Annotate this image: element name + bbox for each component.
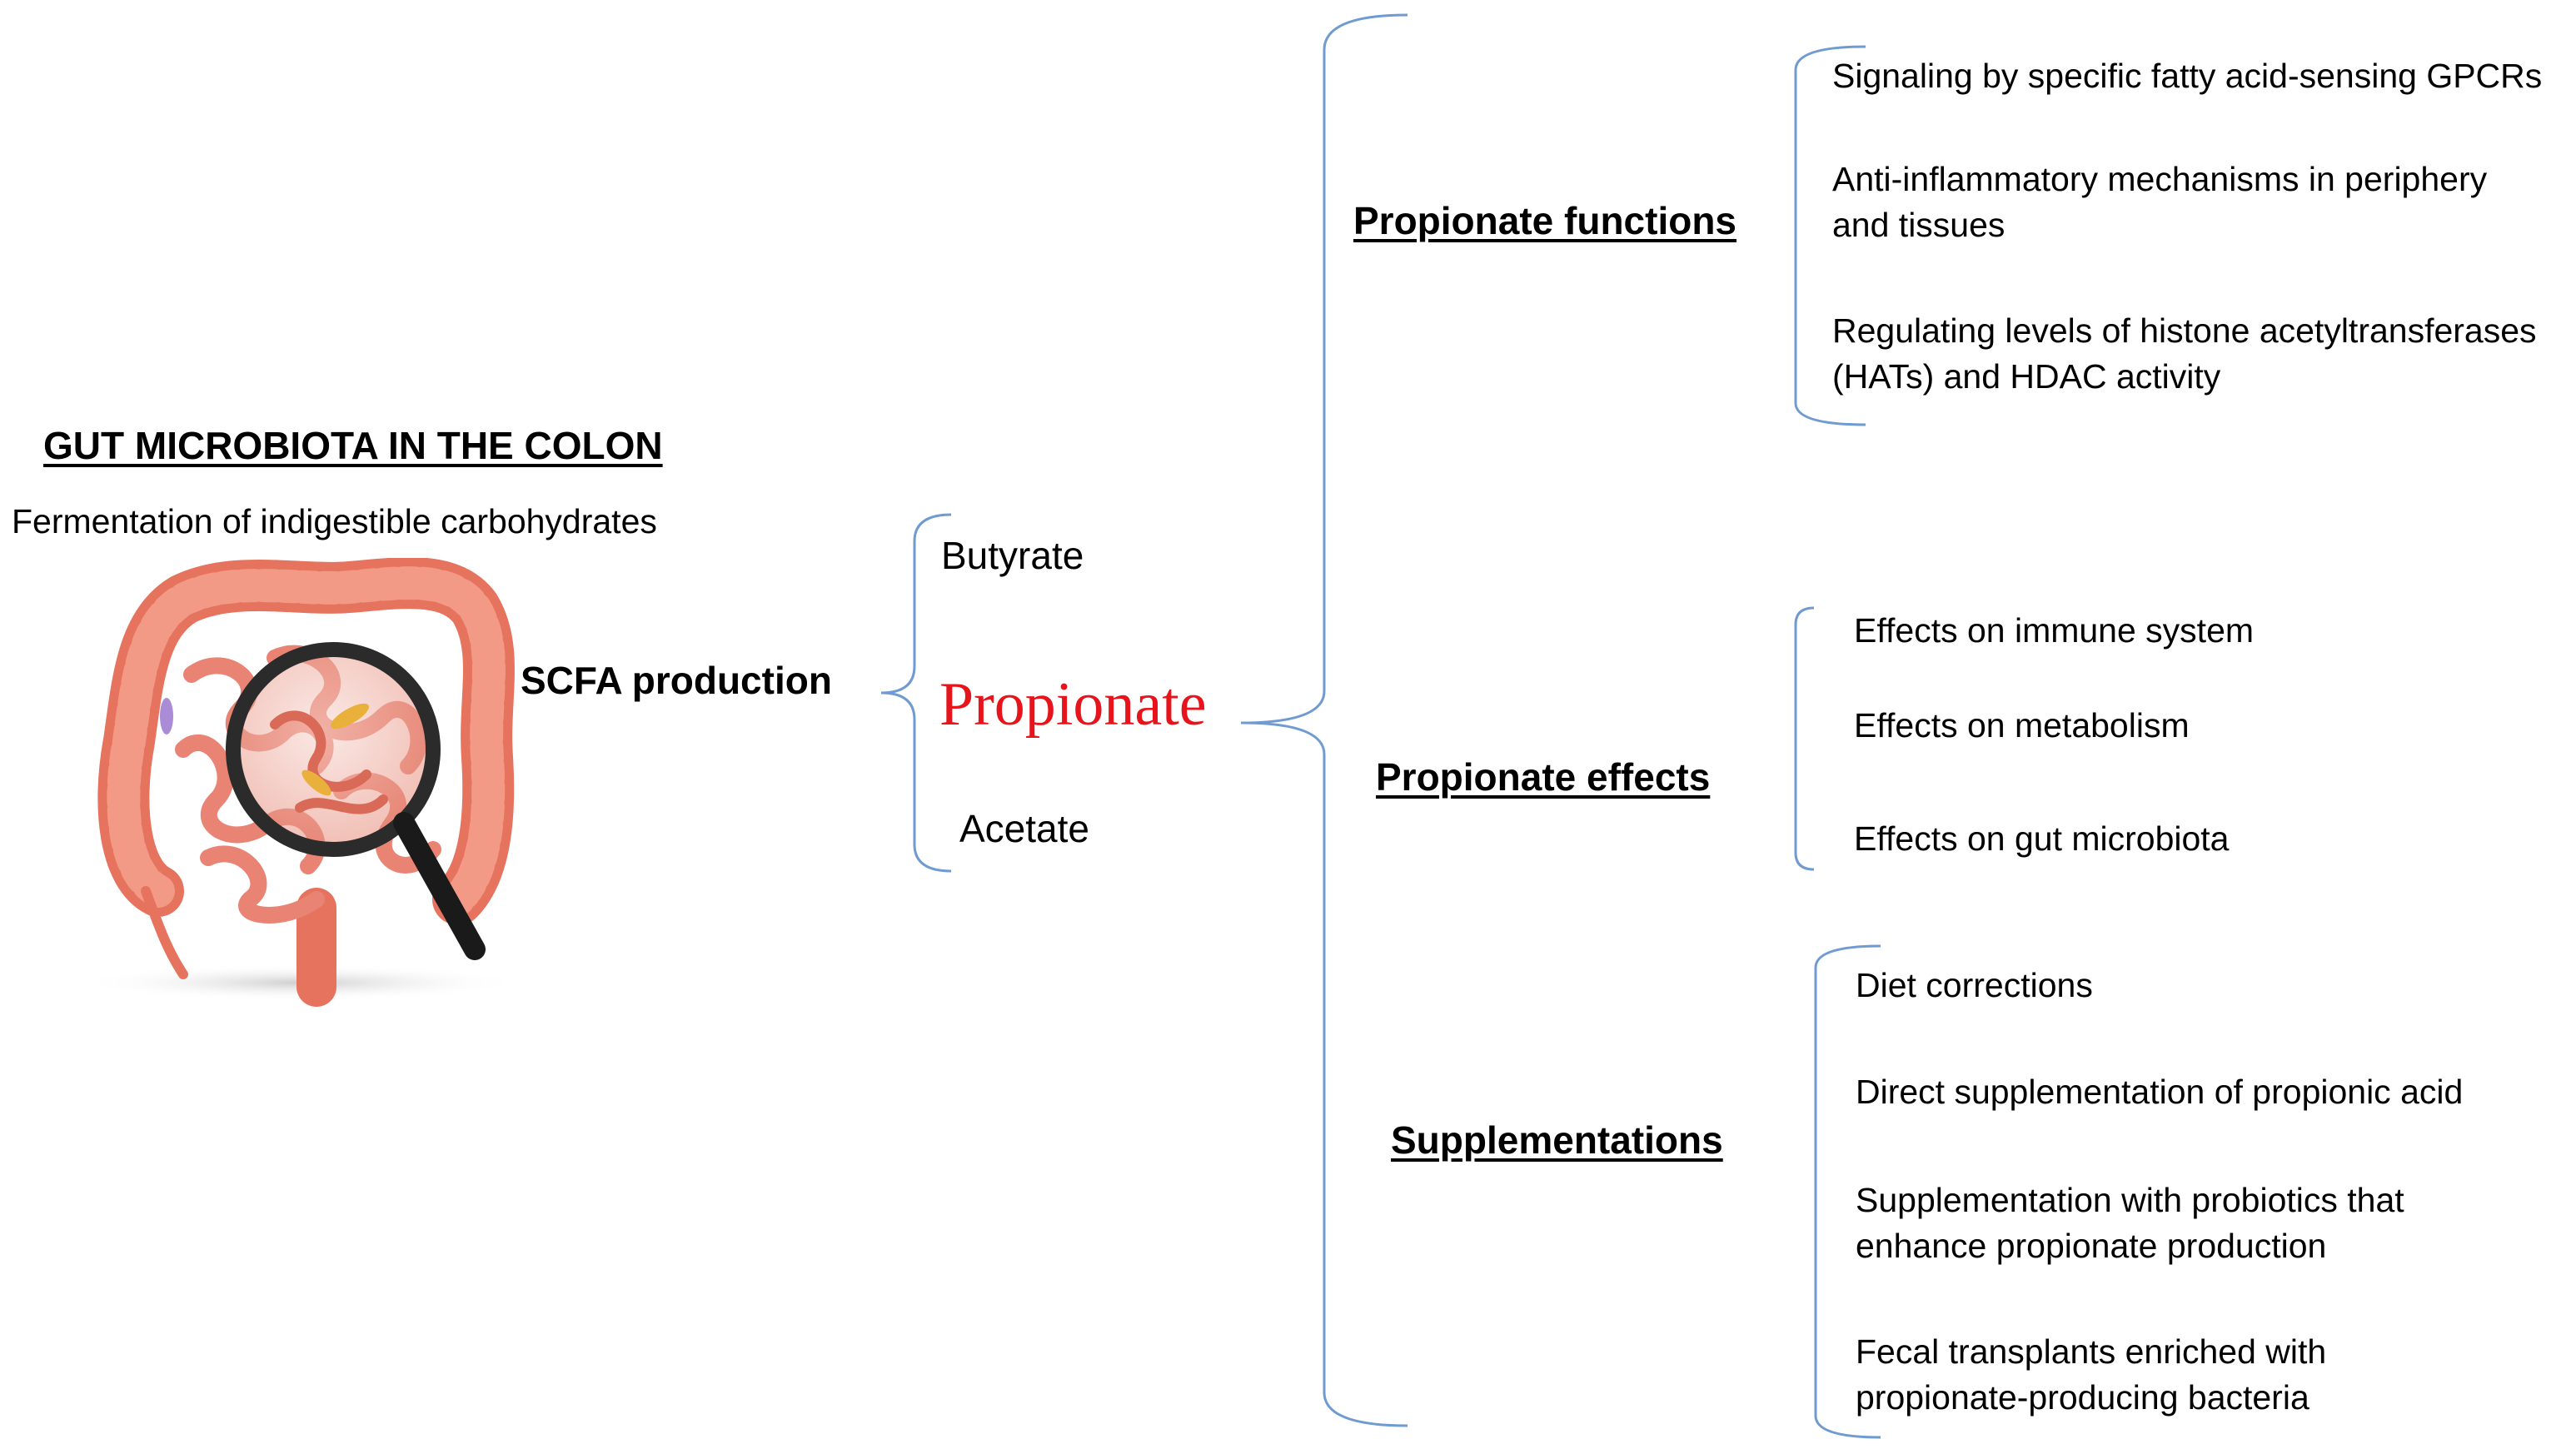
effects-bracket [1794, 606, 1815, 871]
scfa-production-label: SCFA production [521, 659, 832, 702]
scfa-item-acetate: Acetate [959, 807, 1089, 850]
heading-supplementations: Supplementations [1391, 1118, 1723, 1162]
supplementations-item: Supplementation with probiotics that [1856, 1181, 2404, 1219]
supplementations-item: Fecal transplants enriched with [1856, 1332, 2327, 1371]
effects-item: Effects on gut microbiota [1854, 819, 2230, 858]
supplementations-item: propionate-producing bacteria [1856, 1378, 2309, 1417]
heading-propionate-functions: Propionate functions [1353, 199, 1736, 242]
supplementations-item: Diet corrections [1856, 966, 2093, 1004]
functions-item: Regulating levels of histone acetyltrans… [1832, 311, 2537, 350]
subtitle: Fermentation of indigestible carbohydrat… [12, 502, 657, 540]
functions-item: and tissues [1832, 206, 2005, 244]
functions-item: Signaling by specific fatty acid-sensing… [1832, 57, 2543, 95]
supplementations-item: enhance propionate production [1856, 1227, 2327, 1265]
page-title: GUT MICROBIOTA IN THE COLON [43, 424, 663, 467]
effects-item: Effects on immune system [1854, 611, 2255, 650]
supplementations-item: Direct supplementation of propionic acid [1856, 1073, 2464, 1111]
supplementations-bracket [1814, 944, 1881, 1439]
scfa-item-butyrate: Butyrate [941, 534, 1084, 577]
main-bracket [1240, 13, 1408, 1427]
heading-propionate-effects: Propionate effects [1376, 755, 1711, 799]
functions-item: (HATs) and HDAC activity [1832, 357, 2221, 396]
functions-item: Anti-inflammatory mechanisms in peripher… [1832, 160, 2488, 198]
functions-bracket [1794, 45, 1866, 426]
colon-with-magnifying-glass-icon [75, 558, 525, 1007]
effects-item: Effects on metabolism [1854, 706, 2190, 744]
scfa-bracket [880, 513, 952, 873]
scfa-item-propionate: Propionate [939, 670, 1207, 739]
